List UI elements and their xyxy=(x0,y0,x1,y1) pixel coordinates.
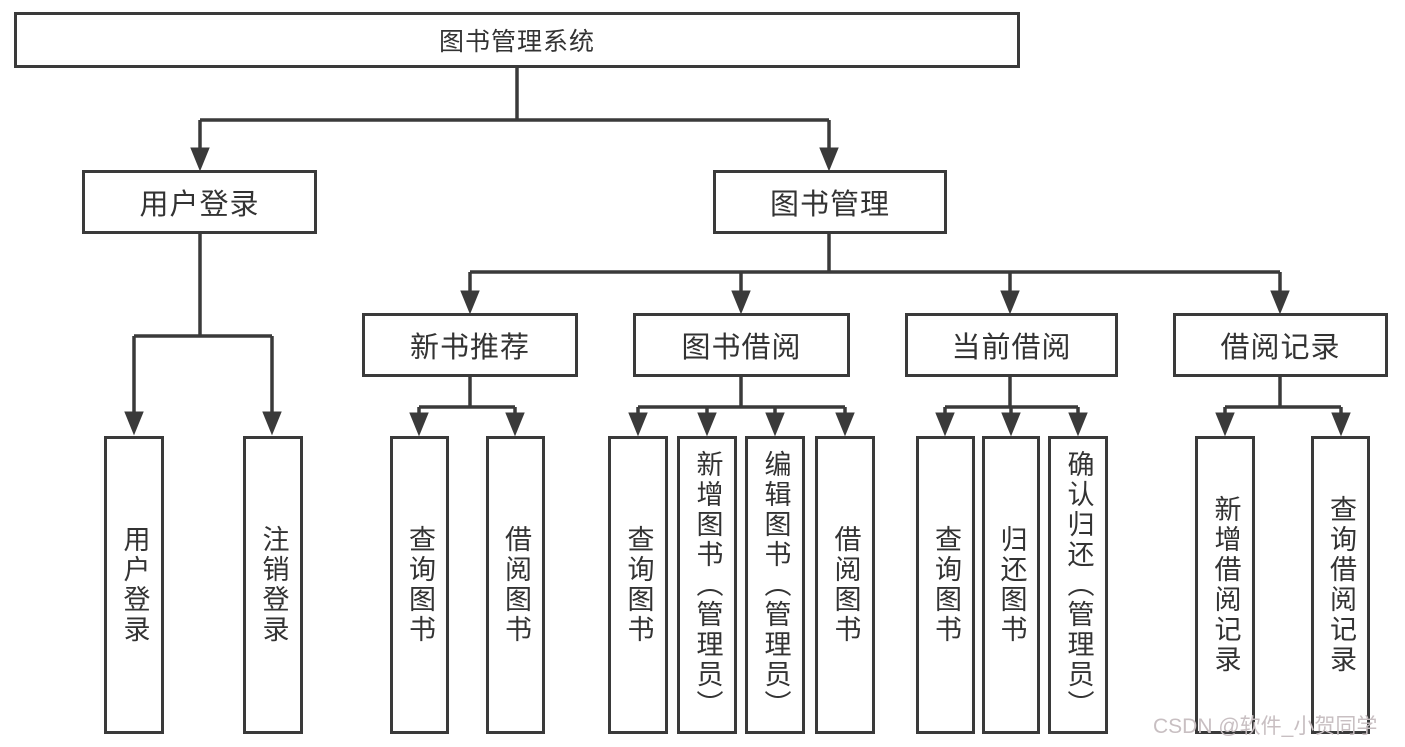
csdn-watermark: CSDN @软件_小贺同学 xyxy=(1153,715,1378,738)
node-book-management-label: 图书管理 xyxy=(769,189,890,221)
leaf-user-login: 用户登录 xyxy=(104,436,164,734)
node-user-login-label: 用户登录 xyxy=(139,189,260,221)
leaf-query-books-current-label: 查询图书 xyxy=(931,525,961,645)
leaf-edit-books-admin: 编辑图书（管理员） xyxy=(745,436,805,734)
leaf-return-books-label: 归还图书 xyxy=(996,525,1027,645)
leaf-add-books-admin-label: 新增图书（管理员） xyxy=(692,450,723,720)
leaf-query-borrow-record: 查询借阅记录 xyxy=(1311,436,1370,734)
leaf-add-borrow-record: 新增借阅记录 xyxy=(1195,436,1255,734)
leaf-edit-books-admin-label: 编辑图书（管理员） xyxy=(760,450,791,720)
leaf-add-books-admin: 新增图书（管理员） xyxy=(677,436,737,734)
leaf-query-books-borrow: 查询图书 xyxy=(608,436,668,734)
leaf-logout-label: 注销登录 xyxy=(258,525,289,645)
leaf-borrow-books-label: 借阅图书 xyxy=(830,525,861,645)
leaf-confirm-return-admin-label: 确认归还（管理员） xyxy=(1063,450,1094,720)
node-borrow-records: 借阅记录 xyxy=(1173,313,1388,377)
node-new-book-recommend: 新书推荐 xyxy=(362,313,578,377)
node-user-login: 用户登录 xyxy=(82,170,317,234)
node-new-book-recommend-label: 新书推荐 xyxy=(409,332,530,364)
leaf-return-books: 归还图书 xyxy=(982,436,1040,734)
node-root-label: 图书管理系统 xyxy=(438,28,595,56)
leaf-borrow-books: 借阅图书 xyxy=(815,436,875,734)
node-book-borrow-label: 图书借阅 xyxy=(681,332,802,364)
leaf-borrow-books-recommend: 借阅图书 xyxy=(486,436,545,734)
node-root-system: 图书管理系统 xyxy=(14,12,1020,68)
leaf-user-login-label: 用户登录 xyxy=(119,525,150,645)
node-book-management: 图书管理 xyxy=(713,170,947,234)
leaf-borrow-books-recommend-label: 借阅图书 xyxy=(501,525,531,645)
node-book-borrow: 图书借阅 xyxy=(633,313,850,377)
leaf-add-borrow-record-label: 新增借阅记录 xyxy=(1210,495,1241,675)
node-borrow-records-label: 借阅记录 xyxy=(1220,332,1341,364)
leaf-query-books-recommend: 查询图书 xyxy=(390,436,449,734)
node-current-borrow: 当前借阅 xyxy=(905,313,1118,377)
node-current-borrow-label: 当前借阅 xyxy=(951,332,1072,364)
leaf-confirm-return-admin: 确认归还（管理员） xyxy=(1048,436,1108,734)
leaf-query-books-recommend-label: 查询图书 xyxy=(405,525,435,645)
leaf-query-books-current: 查询图书 xyxy=(916,436,975,734)
leaf-logout: 注销登录 xyxy=(243,436,303,734)
leaf-query-borrow-record-label: 查询借阅记录 xyxy=(1326,495,1356,675)
leaf-query-books-borrow-label: 查询图书 xyxy=(623,525,654,645)
